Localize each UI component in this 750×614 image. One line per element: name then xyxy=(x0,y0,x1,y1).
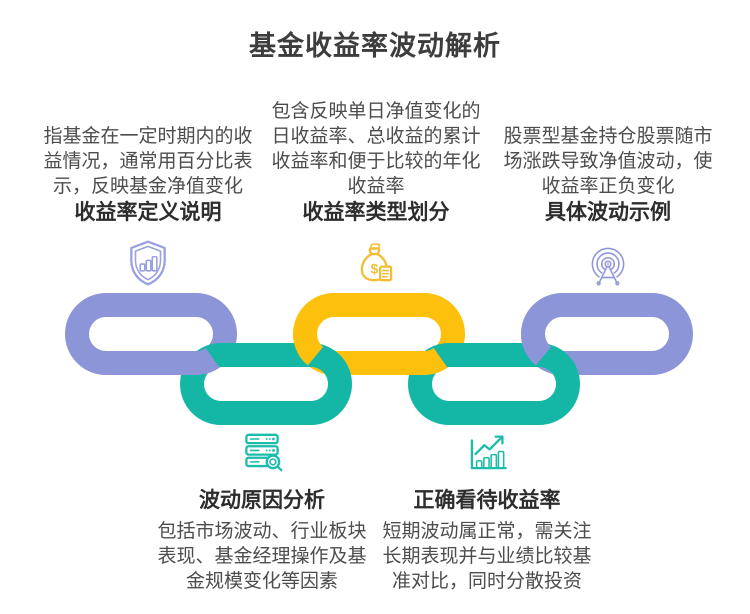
example-description: 股票型基金持仓股票随市场涨跌导致净值波动，使收益率正负变化 xyxy=(503,126,713,197)
server-search-icon xyxy=(245,433,283,472)
causes-description: 包括市场波动、行业板块表现、基金经理操作及基金规模变化等因素 xyxy=(157,521,367,592)
money-bag-icon: $ xyxy=(360,243,393,282)
bottom-item-causes: 波动原因分析 包括市场波动、行业板块表现、基金经理操作及基金规模变化等因素 xyxy=(137,427,387,594)
chain-weave-patch-2 xyxy=(293,326,324,366)
types-description: 包含反映单日净值变化的日收益率、总收益的累计收益率和便于比较的年化收益率 xyxy=(271,101,481,197)
bottom-item-perspective: 正确看待收益率 短期波动属正常，需关注长期表现并与业绩比较基准对比，同时分散投资 xyxy=(362,427,612,594)
definition-heading: 收益率定义说明 xyxy=(74,201,222,224)
example-heading: 具体波动示例 xyxy=(545,201,671,224)
top-item-textblock: 股票型基金持仓股票随市场涨跌导致净值波动，使收益率正负变化 具体波动示例 xyxy=(502,96,715,226)
chain-link-4 xyxy=(408,343,580,425)
perspective-heading: 正确看待收益率 xyxy=(413,489,561,512)
top-item-textblock: 指基金在一定时期内的收益情况，通常用百分比表示，反映基金净值变化 收益率定义说明 xyxy=(42,96,255,226)
chain-link-1 xyxy=(65,293,237,375)
perspective-description: 短期波动属正常，需关注长期表现并与业绩比较基准对比，同时分散投资 xyxy=(382,521,592,592)
chain-weave-patch-1 xyxy=(162,347,220,376)
top-item-definition: 指基金在一定时期内的收益情况，通常用百分比表示，反映基金净值变化 收益率定义说明 xyxy=(28,96,268,288)
shield-chart-icon xyxy=(130,240,166,286)
top-item-textblock: 包含反映单日净值变化的日收益率、总收益的累计收益率和便于比较的年化收益率 收益率… xyxy=(270,96,483,226)
chain-weave-patch-4 xyxy=(521,326,552,366)
broadcast-tower-icon xyxy=(591,247,625,286)
growth-chart-icon xyxy=(470,435,507,470)
page-title: 基金收益率波动解析 xyxy=(249,31,501,61)
chain-weave-patch-3 xyxy=(390,347,448,376)
chain-links-graphic xyxy=(65,293,693,425)
top-item-types: 包含反映单日净值变化的日收益率、总收益的累计收益率和便于比较的年化收益率 收益率… xyxy=(256,96,496,288)
top-item-example: 股票型基金持仓股票随市场涨跌导致净值波动，使收益率正负变化 具体波动示例 xyxy=(488,96,728,288)
definition-description: 指基金在一定时期内的收益情况，通常用百分比表示，反映基金净值变化 xyxy=(43,126,253,197)
chain-link-2 xyxy=(180,343,352,425)
causes-heading: 波动原因分析 xyxy=(199,489,325,512)
types-heading: 收益率类型划分 xyxy=(302,201,450,224)
svg-text:$: $ xyxy=(371,261,379,276)
